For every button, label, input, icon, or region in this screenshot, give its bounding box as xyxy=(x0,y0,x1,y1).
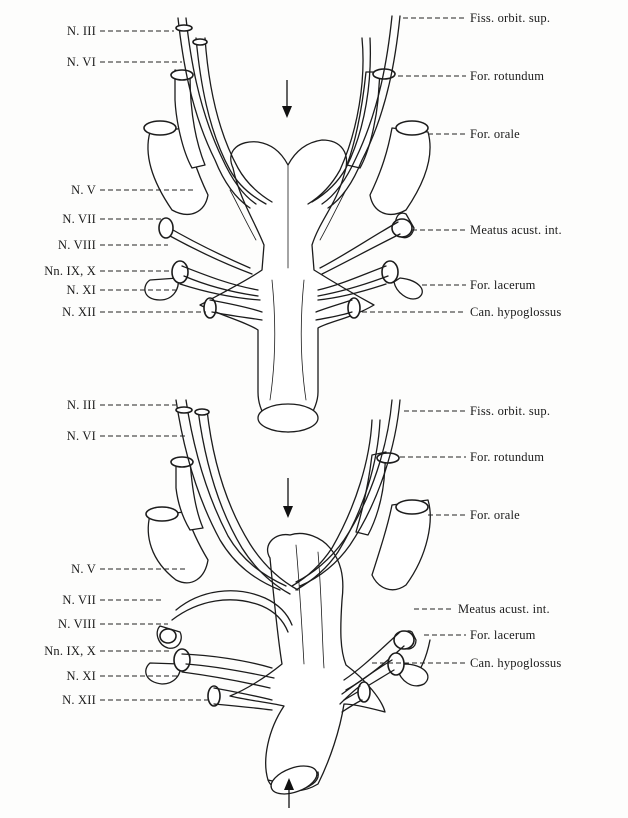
top-right-foramen-ovale-ring xyxy=(396,121,428,135)
label-bottom-n9-10: Nn. IX, X xyxy=(44,644,96,658)
label-bottom-n8: N. VIII xyxy=(58,617,96,631)
bottom-left-labels: N. III N. VI N. V N. VII N. VIII Nn. IX,… xyxy=(44,398,96,707)
top-spinal-cut xyxy=(258,404,318,432)
top-direction-arrow-icon xyxy=(282,80,292,118)
label-top-meatus: Meatus acust. int. xyxy=(470,223,562,237)
label-bottom-n6: N. VI xyxy=(67,429,96,443)
bottom-left-lacerum-ring xyxy=(174,649,190,671)
label-top-can-hypoglossus: Can. hypoglossus xyxy=(470,305,561,319)
label-bottom-n3: N. III xyxy=(67,398,96,412)
top-right-meatus-ring xyxy=(392,219,412,237)
label-bottom-for-rotundum: For. rotundum xyxy=(470,450,544,464)
top-right-lacerum-ring xyxy=(382,261,398,283)
label-bottom-n11: N. XI xyxy=(67,669,96,683)
label-bottom-for-lacerum: For. lacerum xyxy=(470,628,536,642)
label-top-n7: N. VII xyxy=(62,212,96,226)
top-right-trigeminal-stump xyxy=(370,128,430,214)
label-top-fiss-orbit: Fiss. orbit. sup. xyxy=(470,11,550,25)
top-diagram xyxy=(144,16,430,432)
label-bottom-fiss-orbit: Fiss. orbit. sup. xyxy=(470,404,550,418)
label-bottom-meatus: Meatus acust. int. xyxy=(458,602,550,616)
label-top-for-rotundum: For. rotundum xyxy=(470,69,544,83)
top-left-foramen-ovale-ring xyxy=(144,121,176,135)
label-top-n8: N. VIII xyxy=(58,238,96,252)
label-bottom-can-hypoglossus: Can. hypoglossus xyxy=(470,656,561,670)
bottom-brainstem xyxy=(230,533,385,790)
top-left-lacerum-ring xyxy=(172,261,188,283)
label-bottom-n7: N. VII xyxy=(62,593,96,607)
label-top-n11: N. XI xyxy=(67,283,96,297)
label-bottom-n12: N. XII xyxy=(62,693,96,707)
top-right-labels: Fiss. orbit. sup. For. rotundum For. ora… xyxy=(470,11,562,319)
top-left-meatus-ring xyxy=(159,218,173,238)
bottom-direction-arrow-icon xyxy=(283,478,293,518)
label-top-n5: N. V xyxy=(71,183,96,197)
label-top-n12: N. XII xyxy=(62,305,96,319)
label-top-n9-10: Nn. IX, X xyxy=(44,264,96,278)
label-bottom-for-orale: For. orale xyxy=(470,508,520,522)
bottom-left-foramen-ovale-ring xyxy=(146,507,178,521)
label-top-for-orale: For. orale xyxy=(470,127,520,141)
label-top-n6: N. VI xyxy=(67,55,96,69)
bottom-left-meatus-ring xyxy=(160,629,176,643)
label-top-for-lacerum: For. lacerum xyxy=(470,278,536,292)
bottom-diagram xyxy=(146,400,430,808)
label-bottom-n5: N. V xyxy=(71,562,96,576)
top-left-trigeminal-stump xyxy=(148,128,208,214)
top-left-labels: N. III N. VI N. V N. VII N. VIII Nn. IX,… xyxy=(44,24,96,319)
bottom-right-labels: Fiss. orbit. sup. For. rotundum For. ora… xyxy=(458,404,561,670)
bottom-right-hypoglossal-ring xyxy=(358,682,370,702)
top-left-rotundum-ring xyxy=(171,70,193,80)
label-top-n3: N. III xyxy=(67,24,96,38)
top-brainstem xyxy=(200,140,374,432)
bottom-right-foramen-ovale-ring xyxy=(396,500,428,514)
